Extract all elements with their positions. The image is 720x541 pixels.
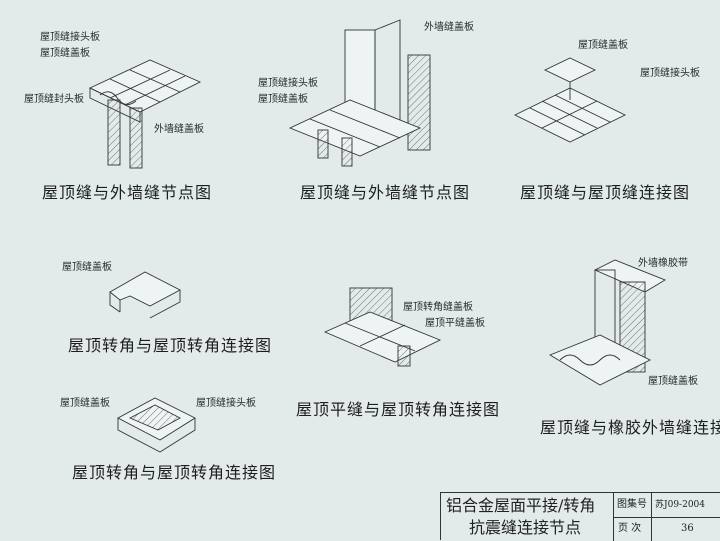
- figure-3-drawing: [513, 57, 627, 143]
- label-roof-joint-cover: 屋顶缝盖板: [62, 262, 112, 273]
- label-roof-joint-end-cap: 屋顶缝封头板: [24, 94, 84, 105]
- label-wall-joint-cover: 外墙缝盖板: [154, 124, 204, 135]
- figure-5-drawing: [323, 287, 442, 367]
- label-roof-joint-connector: 屋顶缝接头板: [258, 78, 318, 89]
- caption-figure-6: 屋顶缝与橡胶外墙缝连接图: [540, 418, 720, 437]
- figure-2-drawing: [288, 19, 431, 167]
- figure-6-drawing: [548, 259, 667, 386]
- label-roof-corner-joint-cover: 屋顶转角缝盖板: [403, 302, 473, 313]
- caption-figure-5: 屋顶平缝与屋顶转角连接图: [296, 400, 501, 419]
- label-roof-joint-connector: 屋顶缝接头板: [40, 32, 100, 43]
- title-line-1: 铝合金屋面平接/转角: [446, 496, 596, 515]
- figure-4-drawing: [109, 271, 181, 319]
- label-roof-joint-cover: 屋顶缝盖板: [40, 48, 90, 59]
- atlas-number-value: 苏J09-2004: [655, 500, 706, 510]
- title-line-2: 抗震缝连接节点: [469, 518, 582, 537]
- figure-7-drawing: [117, 397, 196, 453]
- title-block: 铝合金屋面平接/转角 抗震缝连接节点 图集号 苏J09-2004 页 次 36: [440, 492, 720, 541]
- label-roof-flat-joint-cover: 屋顶平缝盖板: [425, 318, 485, 329]
- label-roof-joint-cover: 屋顶缝盖板: [648, 376, 698, 387]
- page-value: 36: [681, 523, 694, 534]
- label-wall-rubber-strip: 外墙橡胶带: [638, 258, 688, 269]
- caption-figure-1: 屋顶缝与外墙缝节点图: [42, 183, 213, 202]
- label-roof-joint-connector: 屋顶缝接头板: [196, 398, 256, 409]
- label-wall-joint-cover: 外墙缝盖板: [424, 22, 474, 33]
- caption-figure-4: 屋顶转角与屋顶转角连接图: [68, 336, 273, 355]
- caption-figure-3: 屋顶缝与屋顶缝连接图: [520, 183, 691, 202]
- page-label: 页 次: [618, 523, 642, 534]
- caption-figure-7: 屋顶转角与屋顶转角连接图: [72, 463, 277, 482]
- atlas-number-label: 图集号: [617, 499, 647, 510]
- label-roof-joint-cover: 屋顶缝盖板: [578, 40, 628, 51]
- figure-1-drawing: [88, 59, 202, 169]
- caption-figure-2: 屋顶缝与外墙缝节点图: [300, 183, 471, 202]
- label-roof-joint-cover: 屋顶缝盖板: [60, 398, 110, 409]
- label-roof-joint-connector: 屋顶缝接头板: [640, 68, 700, 79]
- label-roof-joint-cover: 屋顶缝盖板: [258, 94, 308, 105]
